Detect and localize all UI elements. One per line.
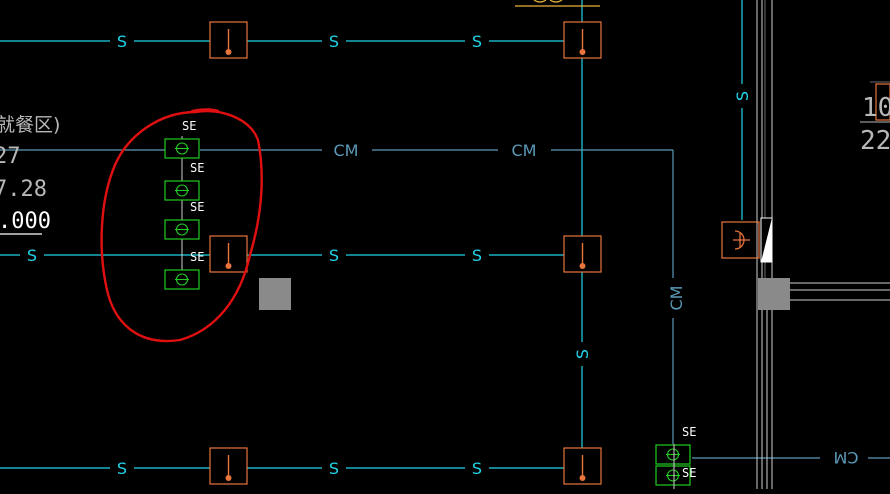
se-sprinkler[interactable]: [655, 444, 691, 465]
right-note-2: 22: [860, 126, 890, 156]
wall-outlet-device[interactable]: [721, 217, 773, 263]
left-note-2: 7.28: [0, 177, 47, 202]
pipeline-cm: [0, 149, 890, 459]
se-label: SE: [682, 425, 696, 439]
cm-label-1: CM: [334, 141, 359, 160]
left-note-1: 27: [0, 144, 21, 169]
se-label: SE: [190, 200, 204, 214]
se-sprinkler[interactable]: [655, 465, 691, 486]
cm-label-2: CM: [512, 141, 537, 160]
grey-column-block: [259, 278, 291, 310]
s-label: S: [472, 246, 482, 265]
se-sprinkler[interactable]: [164, 219, 200, 240]
device-box[interactable]: [209, 447, 248, 485]
device-box[interactable]: [563, 447, 602, 485]
left-note-3: .000: [0, 209, 51, 234]
se-symbols: SE SE SE SE SE SE: [164, 119, 696, 486]
top-annotation: [515, 0, 600, 7]
device-box[interactable]: [209, 21, 248, 59]
right-note-1: 10: [862, 93, 890, 123]
cm-label-vertical: CM: [667, 286, 686, 311]
s-labels: S S S S S S S S S S S: [27, 32, 752, 478]
se-label: SE: [190, 161, 204, 175]
device-box[interactable]: [209, 235, 248, 273]
s-label-vertical: S: [573, 349, 592, 359]
se-label: SE: [190, 250, 204, 264]
device-box[interactable]: [563, 235, 602, 273]
s-label: S: [329, 459, 339, 478]
s-label: S: [329, 246, 339, 265]
s-label: S: [117, 459, 127, 478]
se-label: SE: [182, 119, 196, 133]
wall-lines: [756, 0, 890, 489]
se-sprinkler[interactable]: [164, 269, 200, 290]
device-box[interactable]: [563, 21, 602, 59]
s-label: S: [329, 32, 339, 51]
highlight-circle: [100, 108, 263, 343]
s-label: S: [472, 32, 482, 51]
s-label: S: [472, 459, 482, 478]
cm-label-inverted: CM: [834, 448, 859, 467]
left-note-area: 就餐区): [0, 114, 60, 136]
s-label: S: [27, 246, 37, 265]
device-boxes: [209, 21, 602, 485]
se-sprinkler[interactable]: [164, 138, 200, 159]
s-label: S: [117, 32, 127, 51]
right-edge-box: [875, 83, 890, 121]
se-label: SE: [682, 466, 696, 480]
grey-column-block-right: [758, 278, 790, 310]
se-sprinkler[interactable]: [164, 180, 200, 201]
s-label-vertical: S: [733, 91, 752, 101]
